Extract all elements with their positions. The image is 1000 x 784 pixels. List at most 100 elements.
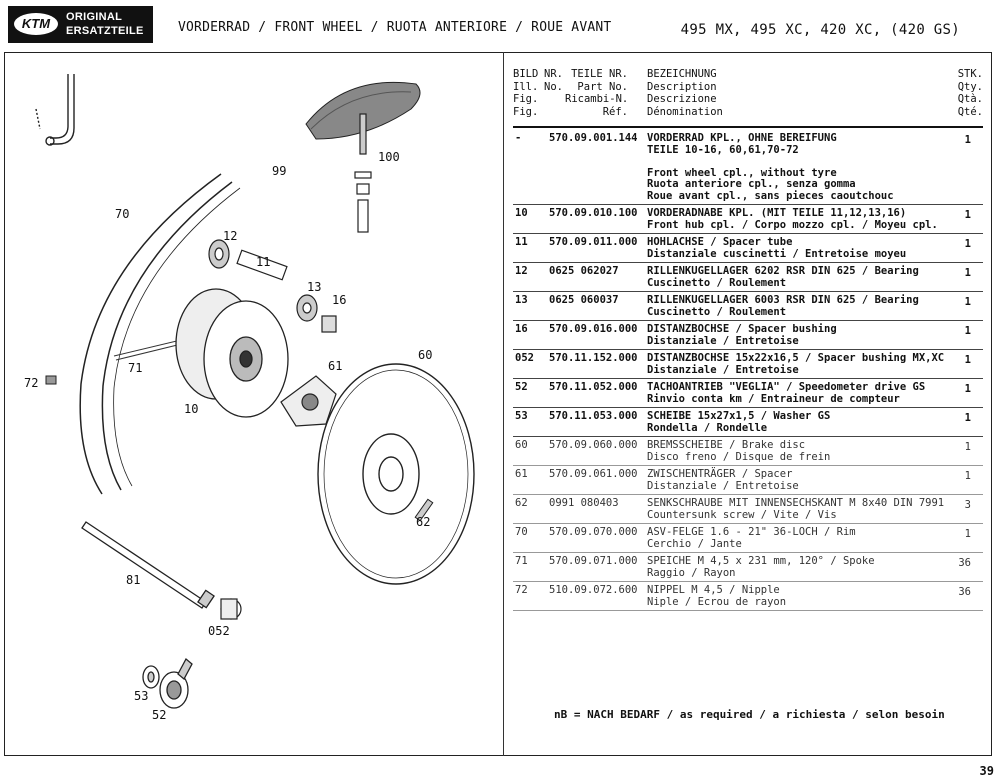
table-row: 60 570.09.060.000 BREMSSCHEIBE / Brake dis… xyxy=(513,437,983,466)
row-part-number: 0625 062027 xyxy=(549,265,619,277)
callout-11: 11 xyxy=(256,255,271,269)
row-quantity: 1 xyxy=(964,470,971,482)
callout-70: 70 xyxy=(115,207,130,221)
row-part-number: 570.09.061.000 xyxy=(549,468,638,480)
screw-icon xyxy=(414,498,434,522)
table-row: 70 570.09.070.000 ASV-FELGE 1.6 - 21" 36-L… xyxy=(513,524,983,553)
row-description: SCHEIBE 15x27x1,5 / Washer GS Rondella /… xyxy=(647,410,831,434)
row-fig: - xyxy=(515,132,522,144)
row-quantity: 1 xyxy=(964,325,971,337)
footnote: nB = NACH BEDARF / as required / a richi… xyxy=(554,708,945,721)
row-fig: 13 xyxy=(515,294,528,306)
table-header: BILD Ill. Fig. Fig. NR. No. TEILE NR. Pa… xyxy=(513,68,983,122)
row-fig: 62 xyxy=(515,497,528,509)
row-description: BREMSSCHEIBE / Brake disc Disco freno / … xyxy=(647,439,831,463)
row-quantity: 36 xyxy=(958,586,971,598)
row-part-number: 570.09.070.000 xyxy=(549,526,638,538)
model-list: 495 MX, 495 XC, 420 XC, (420 GS) xyxy=(680,22,960,38)
callout-100: 100 xyxy=(378,150,400,164)
nipple-icon xyxy=(45,375,57,385)
table-row: - 570.09.001.144 VORDERRAD KPL., OHNE BERE… xyxy=(513,130,983,205)
table-row: 13 0625 060037 RILLENKUGELLAGER 6003 RSR D… xyxy=(513,292,983,321)
callout-99: 99 xyxy=(272,164,287,178)
row-part-number: 570.11.052.000 xyxy=(549,381,638,393)
row-description: NIPPEL M 4,5 / Nipple Niple / Ecrou de r… xyxy=(647,584,787,608)
row-quantity: 1 xyxy=(964,267,971,279)
rim-icon xyxy=(79,173,241,495)
row-description: ZWISCHENTRÄGER / Spacer Distanziale / En… xyxy=(647,468,799,492)
row-description: HOHLACHSE / Spacer tube Distanziale cusc… xyxy=(647,236,907,260)
row-part-number: 570.09.011.000 xyxy=(549,236,638,248)
page-header: KTM ORIGINAL ERSATZTEILE VORDERRAD / FRO… xyxy=(0,0,1000,54)
row-fig: 52 xyxy=(515,381,528,393)
row-description: RILLENKUGELLAGER 6003 RSR DIN 625 / Bear… xyxy=(647,294,919,318)
row-fig: 72 xyxy=(515,584,528,596)
row-quantity: 1 xyxy=(964,528,971,540)
exploded-wheel-diagram xyxy=(35,74,475,709)
page-number: 39 xyxy=(979,764,994,778)
table-row: 61 570.09.061.000 ZWISCHENTRÄGER / Spacer … xyxy=(513,466,983,495)
callout-60: 60 xyxy=(418,348,433,362)
axle-icon xyxy=(81,521,215,609)
parts-table: - 570.09.001.144 VORDERRAD KPL., OHNE BERE… xyxy=(513,130,983,611)
row-quantity: 1 xyxy=(964,412,971,424)
callout-052: 052 xyxy=(208,624,230,638)
page-title: VORDERRAD / FRONT WHEEL / RUOTA ANTERIOR… xyxy=(178,20,612,35)
row-description: VORDERADNABE KPL. (MIT TEILE 11,12,13,16… xyxy=(647,207,938,231)
header-part: TEILE NR. Part No. Ricambi-N. Réf. xyxy=(565,68,629,118)
row-description: ASV-FELGE 1.6 - 21" 36-LOCH / Rim Cerchi… xyxy=(647,526,856,550)
row-description: SENKSCHRAUBE MIT INNENSECHSKANT M 8x40 D… xyxy=(647,497,945,521)
row-part-number: 570.09.016.000 xyxy=(549,323,638,335)
row-description: TACHOANTRIEB "VEGLIA" / Speedometer driv… xyxy=(647,381,926,405)
valve-sketch-icon xyxy=(35,74,75,146)
row-fig: 53 xyxy=(515,410,528,422)
row-description: DISTANZBOCHSE 15x22x16,5 / Spacer bushin… xyxy=(647,352,945,376)
page-frame xyxy=(4,52,992,756)
header-desc: BEZEICHNUNG Description Descrizione Déno… xyxy=(647,68,723,118)
callout-12: 12 xyxy=(223,229,238,243)
column-divider xyxy=(503,52,504,756)
row-part-number: 0991 080403 xyxy=(549,497,619,509)
row-part-number: 570.11.053.000 xyxy=(549,410,638,422)
header-fig: BILD Ill. Fig. Fig. xyxy=(513,68,539,118)
row-fig: 71 xyxy=(515,555,528,567)
row-part-number: 0625 060037 xyxy=(549,294,619,306)
row-fig: 12 xyxy=(515,265,528,277)
header-rule xyxy=(513,126,983,128)
row-quantity: 1 xyxy=(964,441,971,453)
callout-16: 16 xyxy=(332,293,347,307)
row-quantity: 1 xyxy=(964,134,971,146)
callout-53: 53 xyxy=(134,689,149,703)
row-fig: 61 xyxy=(515,468,528,480)
row-fig: 10 xyxy=(515,207,528,219)
row-fig: 70 xyxy=(515,526,528,538)
row-quantity: 36 xyxy=(958,557,971,569)
header-nr: NR. No. xyxy=(544,68,563,93)
row-quantity: 1 xyxy=(964,383,971,395)
row-quantity: 1 xyxy=(964,238,971,250)
row-part-number: 510.09.072.600 xyxy=(549,584,638,596)
callout-10: 10 xyxy=(184,402,199,416)
row-part-number: 570.09.001.144 xyxy=(549,132,638,144)
callout-72: 72 xyxy=(24,376,39,390)
row-part-number: 570.09.060.000 xyxy=(549,439,638,451)
header-qty: STK. Qty. Qtà. Qté. xyxy=(957,68,983,118)
brake-disc-icon xyxy=(317,363,475,585)
callout-62: 62 xyxy=(416,515,431,529)
row-quantity: 1 xyxy=(964,296,971,308)
callout-52: 52 xyxy=(152,708,167,722)
table-row: 53 570.11.053.000 SCHEIBE 15x27x1,5 / Wash… xyxy=(513,408,983,437)
row-description: VORDERRAD KPL., OHNE BEREIFUNG TEILE 10-… xyxy=(647,132,894,202)
row-quantity: 1 xyxy=(964,354,971,366)
table-row: 72 510.09.072.600 NIPPEL M 4,5 / Nipple Ni… xyxy=(513,582,983,611)
row-fig: 60 xyxy=(515,439,528,451)
row-description: RILLENKUGELLAGER 6202 RSR DIN 625 / Bear… xyxy=(647,265,919,289)
table-row: 62 0991 080403 SENKSCHRAUBE MIT INNENSECHS… xyxy=(513,495,983,524)
row-description: SPEICHE M 4,5 x 231 mm, 120° / Spoke Rag… xyxy=(647,555,875,579)
row-quantity: 3 xyxy=(964,499,971,511)
ktm-logo: KTM ORIGINAL ERSATZTEILE xyxy=(8,6,153,43)
